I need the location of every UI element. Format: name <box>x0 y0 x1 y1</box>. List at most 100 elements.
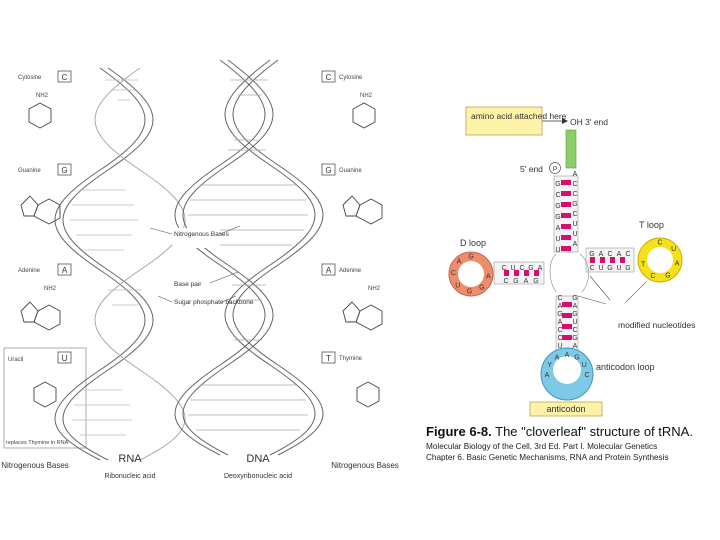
nucleotide: Y <box>547 362 552 369</box>
base-name: Cytosine <box>18 75 42 81</box>
base-name: Thymine <box>339 356 363 362</box>
guanine-ring-5 <box>342 195 361 217</box>
thymine-ring <box>356 381 380 408</box>
base-letter-box <box>57 351 72 364</box>
nucleotide: A <box>486 273 491 280</box>
nucleotide: A <box>573 171 578 178</box>
base-letter: G <box>61 166 67 175</box>
nucleotide: U <box>510 265 515 272</box>
nucleotide: C <box>557 295 562 302</box>
d-loop-label: D loop <box>460 238 486 248</box>
nucleotide: U <box>572 231 577 238</box>
dna-base-pairs <box>188 79 308 431</box>
base-entry-guanine-right: G Guanine <box>321 163 383 225</box>
nh2-label: NH2 <box>368 286 381 292</box>
rna-backbone-a <box>54 67 146 461</box>
base-entry-adenine-left: Adenine A NH2 <box>18 263 72 331</box>
base-letter: C <box>62 73 68 82</box>
nucleotide: C <box>650 273 655 280</box>
label-nitrogenous-bases: Nitrogenous Bases <box>174 231 230 238</box>
nucleotide: G <box>528 265 533 272</box>
nucleotide: C <box>657 240 662 247</box>
nucleotide: C <box>519 265 524 272</box>
dna-strand-2a <box>224 59 316 456</box>
base-letter-box <box>321 70 336 83</box>
t-stem-pairs <box>590 257 625 263</box>
nucleotide: U <box>616 265 621 272</box>
nucleotide: A <box>573 303 578 310</box>
arrow-head <box>562 118 568 124</box>
nucleotide: C <box>572 211 577 218</box>
nucleotide: A <box>524 278 529 285</box>
adenine-ring-6 <box>33 304 61 331</box>
nucleotide: U <box>582 362 587 369</box>
title-dna: DNA <box>246 453 270 465</box>
nucleotide: C <box>584 372 589 379</box>
nucleotide: U <box>671 246 676 253</box>
nucleotide: A <box>675 261 680 268</box>
nucleotide: C <box>451 270 456 277</box>
rna-backbone-c <box>94 67 186 461</box>
nucleotide: A <box>599 251 604 258</box>
base-entry-cytosine-right: C Cytosine NH2 <box>321 70 376 129</box>
amino-acid-label: amino acid attached here <box>471 111 567 121</box>
d-stem-pairs <box>504 270 539 276</box>
base-name: Guanine <box>18 168 41 174</box>
adenine-ring-6 <box>355 304 383 331</box>
nucleotide: U <box>555 247 560 254</box>
uracil-ring <box>33 381 57 408</box>
nucleotide: G <box>533 278 538 285</box>
adenine-ring-5 <box>342 301 361 323</box>
title-rna: RNA <box>118 453 142 465</box>
nh2-label: NH2 <box>36 93 49 99</box>
nucleotide: C <box>555 192 560 199</box>
nucleotide: G <box>572 311 577 318</box>
nucleotide: C <box>607 251 612 258</box>
nucleotide: A <box>538 265 543 272</box>
left-figure-titles: Nitrogenous Bases RNA Ribonucleic acid D… <box>1 453 399 480</box>
five-prime-end-label: 5' end <box>520 164 543 174</box>
nucleotide: G <box>468 254 473 261</box>
guanine-ring-6 <box>355 198 383 225</box>
dna-strand-1a <box>174 59 266 456</box>
nucleotide: G <box>574 355 579 362</box>
nucleotide: C <box>572 191 577 198</box>
phosphate-label: P <box>553 166 557 173</box>
base-letter-box <box>321 263 336 276</box>
nucleotide: C <box>625 251 630 258</box>
nucleotide: A <box>565 352 570 359</box>
nucleotide: U <box>557 343 562 350</box>
left-base-column: Cytosine C NH2 Guanine G Adenine A NH2 <box>3 70 87 449</box>
nucleotide: U <box>555 236 560 243</box>
subtitle-rna: Ribonucleic acid <box>105 473 156 480</box>
rna-backbone-b <box>62 67 154 461</box>
nucleotide: G <box>625 265 630 272</box>
nucleotide: A <box>558 319 563 326</box>
figure-title: The "cloverleaf" structure of tRNA. <box>495 424 693 439</box>
t-loop-label: T loop <box>639 220 664 230</box>
right-base-column: C Cytosine NH2 G Guanine A Adenine NH2 <box>321 70 383 408</box>
base-letter-box <box>57 263 72 276</box>
base-letter-box <box>57 70 72 83</box>
anticodon-stem-pairs <box>562 302 572 340</box>
base-letter-box <box>321 163 336 176</box>
nucleotide: C <box>503 278 508 285</box>
nucleotide: C <box>557 335 562 342</box>
base-entry-cytosine-left: Cytosine C NH2 <box>18 70 72 129</box>
nucleotide: G <box>555 181 560 188</box>
nucleotide: A <box>457 258 462 265</box>
nh2-label: NH2 <box>360 93 373 99</box>
dna-helix <box>174 59 324 456</box>
nucleotide: A <box>573 241 578 248</box>
nucleotide: A <box>558 303 563 310</box>
nucleotide: U <box>572 221 577 228</box>
